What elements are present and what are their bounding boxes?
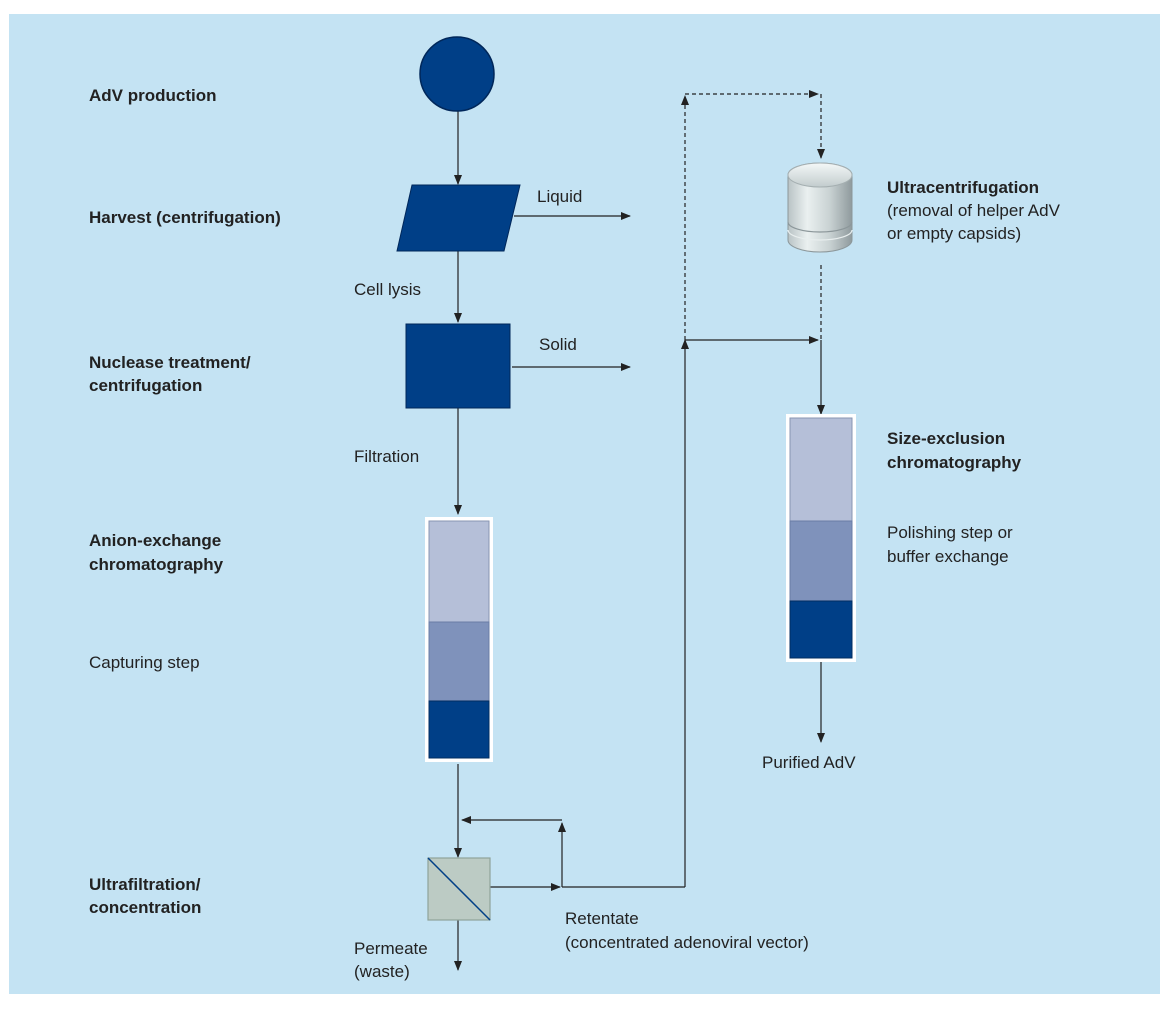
purified-adv-label: Purified AdV <box>762 753 856 772</box>
size-exclusion-label-line2: chromatography <box>887 453 1022 472</box>
diagram-background <box>9 14 1160 994</box>
liquid-flow-label: Liquid <box>537 187 583 206</box>
polishing-step-note-line1: Polishing step or <box>887 523 1013 542</box>
harvest-label: Harvest (centrifugation) <box>89 208 281 227</box>
size-exclusion-column <box>786 414 856 662</box>
anion-exchange-label-line1: Anion-exchange <box>89 531 222 550</box>
optional-ultracentrifugation-route <box>681 90 825 340</box>
ultracentrifuge-tube-icon <box>787 162 853 253</box>
harvest-node <box>396 184 521 252</box>
ultracentrifugation-label: Ultracentrifugation <box>887 178 1040 197</box>
nuclease-label-line2: centrifugation <box>89 376 203 395</box>
polishing-step-note-line2: buffer exchange <box>887 547 1009 566</box>
ultracentrifugation-note-line2: or empty capsids) <box>887 224 1022 243</box>
retentate-label: Retentate <box>565 909 639 928</box>
permeate-label: Permeate <box>354 939 428 958</box>
anion-exchange-label-line2: chromatography <box>89 555 224 574</box>
production-label: AdV production <box>89 86 217 105</box>
ultrafiltration-label-line1: Ultrafiltration/ <box>89 875 201 894</box>
ultrafiltration-label-line2: concentration <box>89 898 202 917</box>
filtration-label: Filtration <box>354 447 420 466</box>
anion-exchange-column <box>425 517 493 762</box>
permeate-description: (waste) <box>354 962 410 981</box>
cell-lysis-label: Cell lysis <box>354 280 422 299</box>
nuclease-label-line1: Nuclease treatment/ <box>89 353 251 372</box>
main-flow-connectors <box>454 110 825 971</box>
capturing-step-note: Capturing step <box>89 653 200 672</box>
solid-flow-label: Solid <box>539 335 577 354</box>
size-exclusion-label-line1: Size-exclusion <box>887 429 1006 448</box>
nuclease-node <box>405 323 511 409</box>
ultrafiltration-filter-node <box>427 857 491 921</box>
production-start-node <box>419 36 495 112</box>
ultracentrifugation-note-line1: (removal of helper AdV <box>887 201 1060 220</box>
retentate-description: (concentrated adenoviral vector) <box>565 933 809 952</box>
